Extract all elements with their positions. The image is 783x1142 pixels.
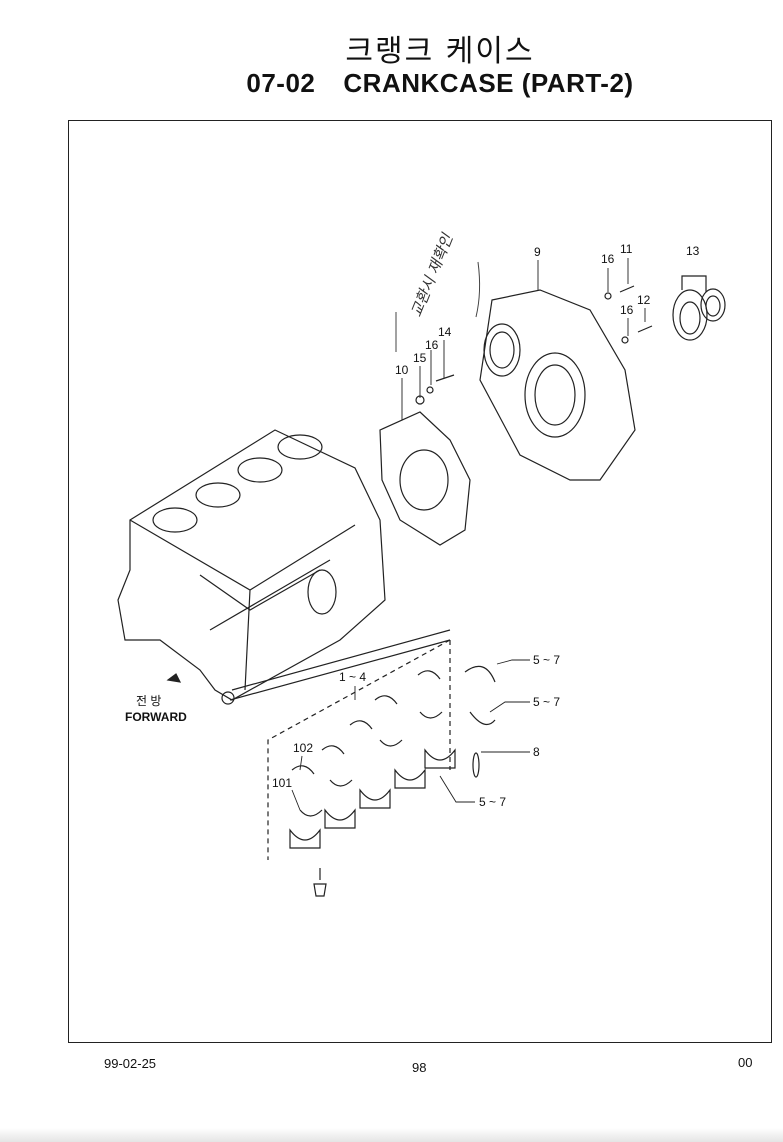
callout-16-top: 16 (601, 252, 615, 266)
part-13-oil-seals (672, 275, 726, 341)
page-title: 07-02 CRANKCASE (PART-2) (0, 68, 783, 99)
bearing-shells (267, 639, 496, 860)
callout-5-7-bottom: 5 ~ 7 (479, 795, 506, 809)
footer-date: 99-02-25 (104, 1056, 157, 1071)
section-title: CRANKCASE (PART-2) (343, 68, 634, 98)
callout-10: 10 (395, 363, 409, 377)
footer-revision: 00 (738, 1055, 753, 1070)
callout-9: 9 (534, 245, 541, 259)
callout-102: 102 (293, 741, 313, 755)
bolts (313, 285, 653, 897)
diagram-frame (68, 120, 772, 1043)
footer-page-number: 98 (412, 1060, 427, 1075)
callout-13: 13 (686, 244, 700, 258)
forward-label: FORWARD (125, 710, 187, 724)
callout-16-right: 16 (620, 303, 634, 317)
leader-lines (291, 258, 646, 811)
callout-labels: 9 10 11 12 13 14 15 16 16 16 1 ~ 4 5 ~ 7… (125, 242, 700, 809)
callout-5-7-middle: 5 ~ 7 (533, 695, 560, 709)
callout-16-left: 16 (425, 338, 439, 352)
forward-label-korean: 전 방 (136, 694, 161, 708)
callout-8: 8 (533, 745, 540, 759)
section-number: 07-02 (246, 68, 316, 98)
callout-11: 11 (620, 242, 633, 256)
callout-14: 14 (438, 325, 452, 339)
callout-12: 12 (637, 293, 651, 307)
handwritten-note-marks (395, 261, 481, 352)
page-title-korean: 크랭크 케이스 (345, 34, 535, 69)
part-9-flywheel-housing (479, 289, 636, 481)
callout-101: 101 (272, 776, 292, 790)
forward-arrow-icon (166, 673, 182, 683)
cylinder-block (117, 429, 451, 705)
handwritten-note: 교환시 재확인 (407, 230, 457, 319)
callout-1-4: 1 ~ 4 (339, 670, 366, 684)
scan-edge (0, 1128, 783, 1142)
callout-5-7-top: 5 ~ 7 (533, 653, 560, 667)
callout-15: 15 (413, 351, 427, 365)
part-10-gasket-plate (379, 411, 471, 546)
